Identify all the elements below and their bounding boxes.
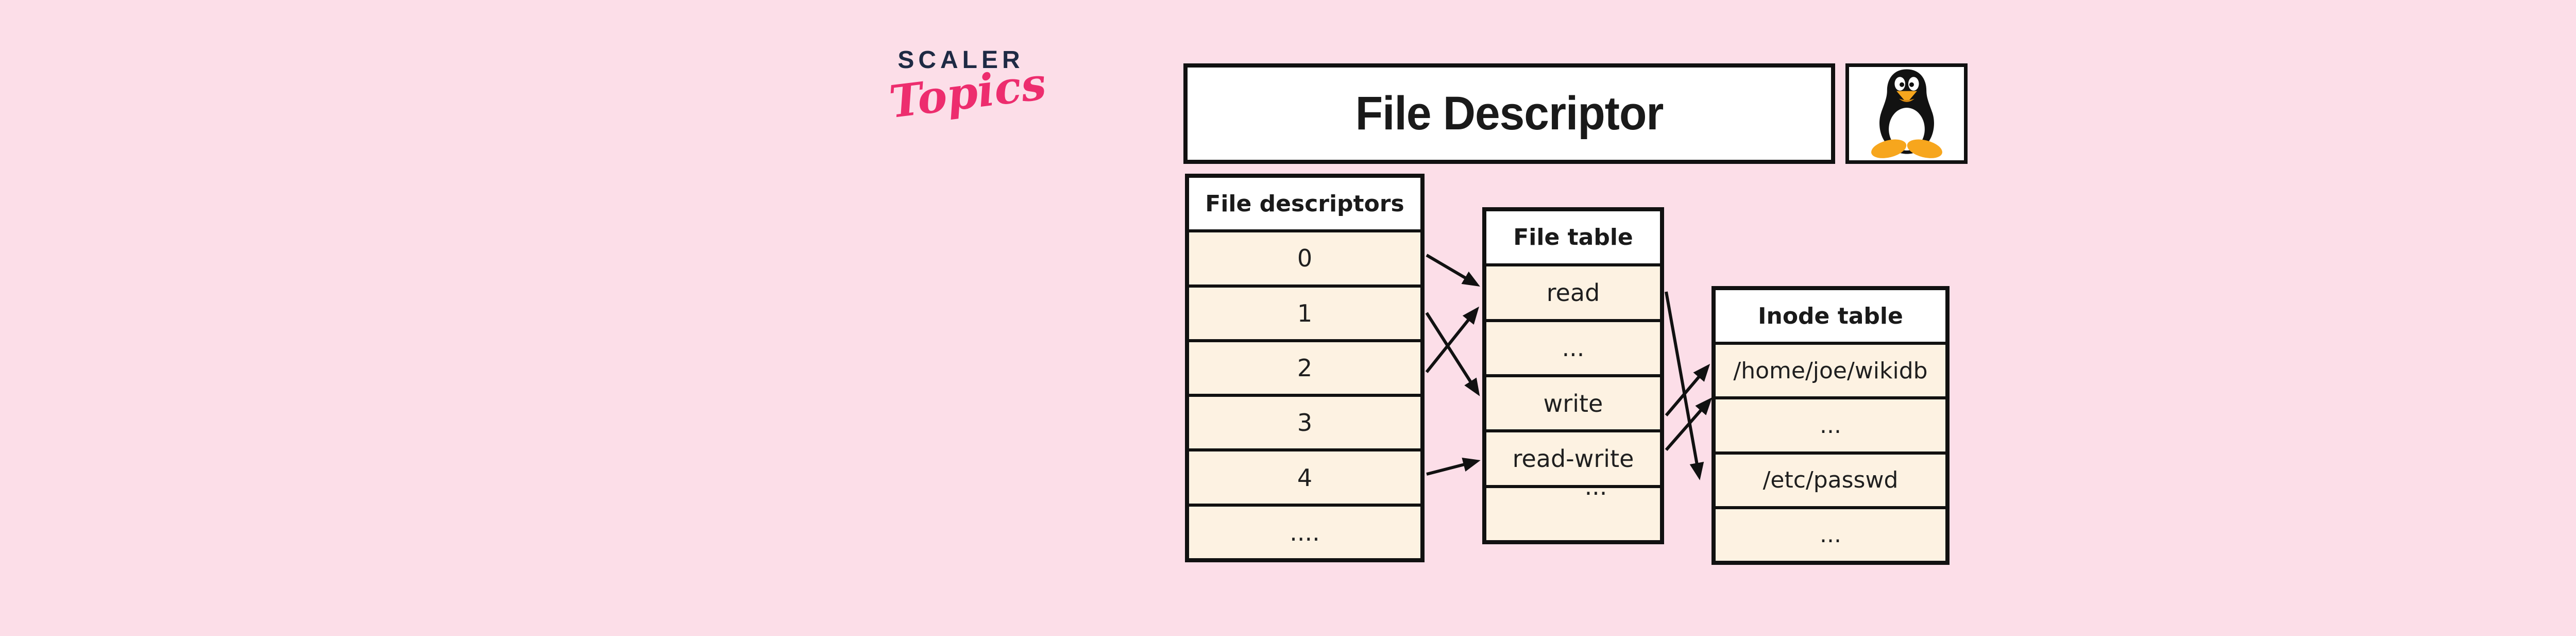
file-table-row-read-write: read-write (1486, 429, 1660, 484)
fd-table-row-1: 1 (1189, 284, 1420, 339)
tux-logo-box (1845, 63, 1968, 164)
file-table-row-write: write (1486, 374, 1660, 429)
fd-table-row-0: 0 (1297, 244, 1313, 273)
file-table-edge-dots: ... (1584, 472, 1607, 500)
inode-table-row-passwd: /etc/passwd (1716, 451, 1945, 506)
arrow-file-read-to-inode-etc-passwd (1665, 291, 1704, 480)
inode-table-header: Inode table (1716, 290, 1945, 345)
arrow-file-read-write-to-inode-dots-row (1665, 397, 1713, 451)
file-table-row-read: read (1546, 278, 1600, 307)
inode-table-row-dots-2: ... (1716, 506, 1945, 561)
fd-table-row-3: 3 (1189, 394, 1420, 448)
file-table: File table read ... write read-write ... (1482, 207, 1664, 544)
file-table-row-dots: ... (1486, 319, 1660, 374)
inode-table-row-dots-1: ... (1716, 396, 1945, 451)
fd-table-row-4: 4 (1189, 448, 1420, 503)
arrow-fd-row-4-to-file-read-write (1426, 457, 1481, 476)
inode-table: Inode table /home/joe/wikidb ... /etc/pa… (1711, 286, 1950, 565)
page-title: File Descriptor (1355, 87, 1664, 140)
fd-table-header: File descriptors (1189, 178, 1420, 233)
arrow-fd-row-1-to-file-write (1425, 312, 1480, 396)
scaler-topics-logo: SCALER Topics (887, 46, 1049, 128)
title-box: File Descriptor (1183, 63, 1835, 164)
arrow-fd-row-2-to-file-read (1425, 306, 1480, 373)
inode-table-row-wikidb: /home/joe/wikidb (1733, 357, 1928, 384)
logo-scaler-text: SCALER (897, 46, 1024, 74)
file-table-header: File table (1486, 211, 1660, 267)
arrow-fd-row-0-to-file-read (1426, 254, 1480, 287)
arrow-file-write-to-inode-home-joe-wikidb (1665, 363, 1710, 416)
fd-table-row-dots: .... (1189, 503, 1420, 558)
tux-penguin-icon (1871, 69, 1942, 158)
file-table-row-last: ... (1486, 475, 1660, 540)
fd-table-row-2: 2 (1189, 339, 1420, 394)
fd-table: File descriptors 0 1 2 3 4 .... (1185, 174, 1425, 562)
